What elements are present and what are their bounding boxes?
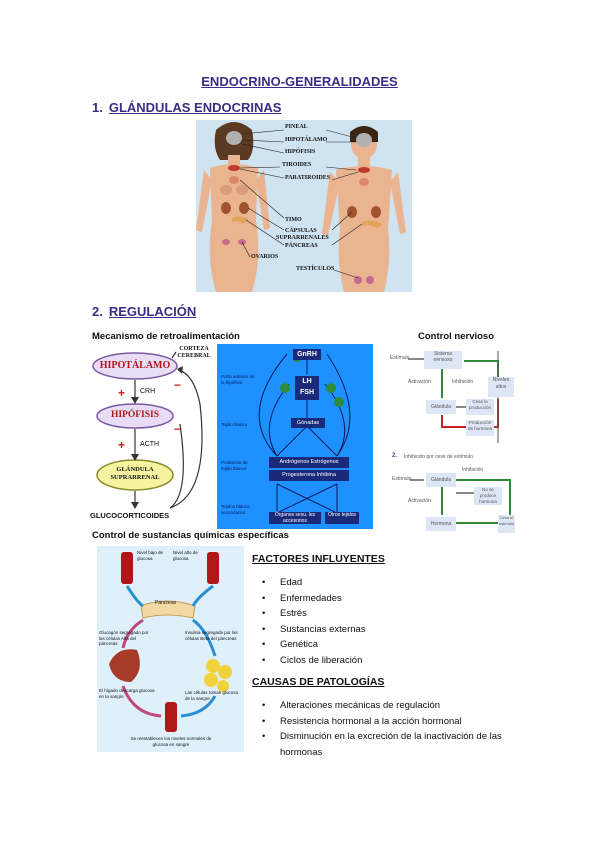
node-hormona: Hormona xyxy=(426,517,456,531)
list-item: Resistencia hormonal a la acción hormona… xyxy=(252,714,522,730)
plus-sign: + xyxy=(118,386,126,400)
node-cesa-produccion: Cesa la producción xyxy=(466,399,494,415)
label-estimulo: Estímulo xyxy=(390,355,410,361)
section-title: REGULACIÓN xyxy=(108,304,197,319)
label-fsh: FSH xyxy=(300,389,314,396)
node-other-tissues: Otros tejidos xyxy=(325,512,359,524)
list-item: Edad xyxy=(252,575,552,591)
label-pancreas: PÁNCREAS xyxy=(285,243,318,249)
node-glandula: Glándula xyxy=(426,473,456,487)
factors-heading: FACTORES INFLUYENTES xyxy=(252,553,385,565)
node-lh-fsh: LH FSH xyxy=(295,376,319,400)
label-glucocorticoides: GLUCOCORTICOIDES xyxy=(90,511,170,520)
step2-number: 2. xyxy=(392,453,398,459)
label-pancreas: Páncreas xyxy=(155,600,177,606)
list-item: Alteraciones mecánicas de regulación xyxy=(252,698,522,714)
causes-heading: CAUSAS DE PATOLOGÍAS xyxy=(252,676,385,688)
node-sex-organs: Órganos sexu. les accesorios xyxy=(269,512,321,524)
label-low-glucose: Nivel bajo de glucosa xyxy=(137,550,164,561)
list-item: Genética xyxy=(252,637,552,653)
nervous-heading: Control nervioso xyxy=(418,331,495,342)
endocrine-glands-figure: PINEAL HIPOTÁLAMO HIPÓFISIS TIROIDES PAR… xyxy=(196,120,412,292)
node-androgens: Andrógenos Estrógenos xyxy=(269,457,349,468)
label-ovarios: OVARIOS xyxy=(251,254,279,260)
node-sistema-nervioso: Sistema nervioso xyxy=(424,351,462,369)
label-hipofisis: HIPÓFISIS xyxy=(285,149,316,155)
feedback-heading: Mecanismo de retroalimentación xyxy=(92,331,240,342)
feedback-diagram: HIPOTÁLAMO CORTEZA CEREBRAL + CRH HIPÓFI… xyxy=(90,344,216,524)
label-acth: ACTH xyxy=(140,441,160,448)
label-capsulas: CÁPSULAS xyxy=(285,228,317,234)
glucose-regulation-figure: Nivel bajo de glucosa Nivel alto de gluc… xyxy=(97,546,244,752)
nervous-control-diagram: Estímulo Sistema nervioso Activación Inh… xyxy=(390,343,515,538)
factors-list: Edad Enfermedades Estrés Sustancias exte… xyxy=(252,575,552,668)
list-item: Estrés xyxy=(252,606,552,622)
node-gonadas: Gónadas xyxy=(291,418,325,428)
list-item: Ciclos de liberación xyxy=(252,653,552,669)
nervous-arrows xyxy=(408,351,511,524)
plus-sign: + xyxy=(118,438,126,452)
label-liver: El hígado descarga glucosa en la sangre xyxy=(99,688,155,699)
list-item: Sustancias externas xyxy=(252,622,552,638)
section-number: 2. xyxy=(92,304,103,319)
axis-label: Tejido blanco xyxy=(221,422,248,427)
glands-illustration xyxy=(196,122,406,292)
section-heading-glands: 1. GLÁNDULAS ENDOCRINAS xyxy=(92,100,281,115)
label-hipotalamo: HIPOTÁLAMO xyxy=(285,137,328,143)
label-timo: TIMO xyxy=(285,217,302,223)
causes-list: Alteraciones mecánicas de regulación Res… xyxy=(252,698,522,760)
minus-sign: − xyxy=(174,378,182,392)
label-paratiroides: PARATIROIDES xyxy=(285,175,331,181)
node-glandula: Glándula xyxy=(426,400,456,414)
label-lh: LH xyxy=(302,378,312,385)
gonadal-axis-arrows xyxy=(258,353,351,513)
step2-text: Inhibición por cese de estímulo. xyxy=(404,454,475,460)
label-activacion: Activación xyxy=(408,379,431,385)
label-activacion: Activación xyxy=(408,498,431,504)
node-no-se-produce: No se produce hormona xyxy=(474,487,502,505)
section-heading-regulation: 2. REGULACIÓN xyxy=(92,304,196,319)
label-suprarrenales: SUPRARRENALES xyxy=(276,235,329,241)
label-inhibicion: Inhibición xyxy=(462,467,484,473)
label-high-glucose: Nivel alto de glucosa xyxy=(173,550,198,561)
axis-label: Tejidos blanco secundarios xyxy=(221,504,250,515)
label-inhibicion: Inhibición xyxy=(452,379,474,385)
section-number: 1. xyxy=(92,100,103,115)
label-glucagon: Glucagón segregado por las células Alfa … xyxy=(99,630,149,646)
label-insulin: Insulina segregada por las células Beta … xyxy=(185,630,238,641)
label-pineal: PINEAL xyxy=(285,124,308,130)
section-title: GLÁNDULAS ENDOCRINAS xyxy=(108,100,282,115)
gonadal-axis-diagram: GnRH LH FSH Gónadas Andrógenos Estrógeno… xyxy=(217,344,373,529)
axis-label: Productos de tejido blanco xyxy=(221,460,248,471)
label-normal-glucose: Se reestablecen los niveles normales de … xyxy=(130,736,212,747)
label-crh: CRH xyxy=(140,388,156,395)
node-hipotalamo: HIPOTÁLAMO xyxy=(99,360,171,371)
list-item: Disminución en la excreción de la inacti… xyxy=(252,729,522,760)
node-progesterone: Progesterona Inhibina xyxy=(269,470,349,481)
node-produccion-hormona: Producción de hormona xyxy=(466,420,494,436)
label-corteza-cerebral: CORTEZA CEREBRAL xyxy=(177,346,211,359)
document-title: ENDOCRINO-GENERALIDADES xyxy=(201,74,398,89)
minus-sign: − xyxy=(174,422,182,436)
glucose-arrows xyxy=(109,552,232,732)
axis-label: Porta anterior de la hipófisis xyxy=(221,374,255,385)
chemical-heading: Control de sustancias químicas específic… xyxy=(92,530,289,541)
node-hipofisis: HIPÓFISIS xyxy=(110,410,160,420)
node-niveles-altos: Niveles altos xyxy=(488,377,514,397)
label-testiculos: TESTÍCULOS xyxy=(296,266,335,272)
list-item: Enfermedades xyxy=(252,591,552,607)
label-cells: Las células toman glucosa de la sangre xyxy=(185,690,239,701)
node-cesa-estimulo: Cesa el estímulo xyxy=(498,515,515,533)
feedback-arrows xyxy=(92,351,203,509)
node-gnrh: GnRH xyxy=(293,349,321,360)
node-glandula-suprarrenal: GLÁNDULA SUPRARRENAL xyxy=(110,466,160,481)
label-estimulo: Estímulo xyxy=(392,476,412,482)
label-tiroides: TIROIDES xyxy=(282,162,312,168)
